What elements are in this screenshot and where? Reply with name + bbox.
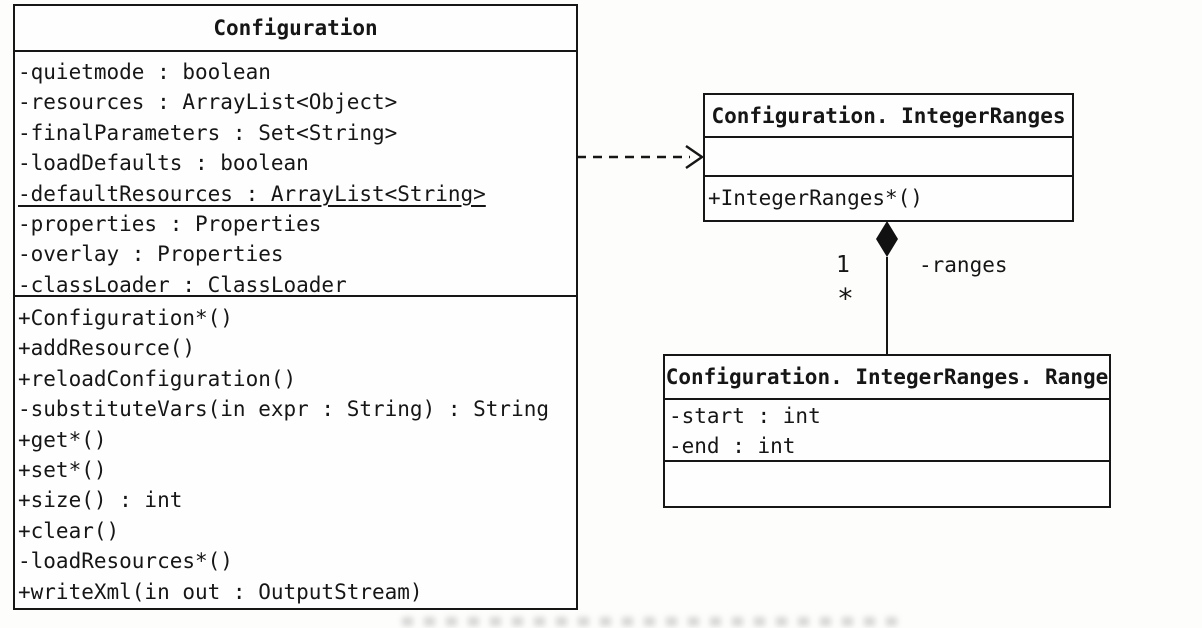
uml-method: +set*() xyxy=(18,458,107,483)
uml-method: +addResource() xyxy=(18,336,196,361)
uml-attribute: -classLoader : ClassLoader xyxy=(18,272,347,297)
methods-compartment: +IntegerRanges*() xyxy=(705,177,1072,220)
uml-method: +get*() xyxy=(18,427,107,452)
uml-attribute: -end : int xyxy=(669,434,796,459)
uml-method: +clear() xyxy=(18,518,120,543)
uml-method: -loadResources*() xyxy=(18,549,233,574)
role-label-ranges: -ranges xyxy=(919,253,1008,277)
uml-attribute: -loadDefaults : boolean xyxy=(18,151,309,176)
scan-caption-artifact xyxy=(402,617,902,626)
uml-attribute: -overlay : Properties xyxy=(18,242,284,267)
multiplicity-part: * xyxy=(837,282,854,315)
attributes-compartment: -start : int -end : int xyxy=(665,400,1109,462)
uml-method: +reloadConfiguration() xyxy=(18,366,297,391)
class-box-integerranges: Configuration. IntegerRanges +IntegerRan… xyxy=(703,93,1074,222)
uml-attribute: -finalParameters : Set<String> xyxy=(18,120,398,145)
dependency-open-arrowhead-icon xyxy=(685,145,705,169)
class-title: Configuration. IntegerRanges xyxy=(705,95,1072,138)
class-title: Configuration. IntegerRanges. Range xyxy=(665,356,1109,400)
uml-attribute: -start : int xyxy=(669,404,821,428)
multiplicity-whole: 1 xyxy=(836,252,850,278)
uml-method: +writeXml(in out : OutputStream) xyxy=(18,579,423,604)
class-box-range: Configuration. IntegerRanges. Range -sta… xyxy=(663,354,1111,508)
composition-diamond-icon xyxy=(876,221,898,257)
attributes-compartment: -quietmode : boolean -resources : ArrayL… xyxy=(15,52,576,297)
uml-attribute: -resources : ArrayList<Object> xyxy=(18,90,398,115)
uml-attribute-static: -defaultResources : ArrayList<String> xyxy=(18,181,486,206)
uml-method: +IntegerRanges*() xyxy=(708,186,923,211)
uml-attribute: -properties : Properties xyxy=(18,212,322,237)
class-title: Configuration xyxy=(15,6,576,52)
uml-method: +Configuration*() xyxy=(18,306,233,330)
uml-attribute: -quietmode : boolean xyxy=(18,60,271,84)
methods-compartment: +Configuration*() +addResource() +reload… xyxy=(15,297,576,608)
attributes-compartment-empty xyxy=(705,138,1072,177)
class-box-configuration: Configuration -quietmode : boolean -reso… xyxy=(13,4,578,610)
uml-method: -substituteVars(in expr : String) : Stri… xyxy=(18,397,550,422)
uml-method: +size() : int xyxy=(18,488,183,513)
